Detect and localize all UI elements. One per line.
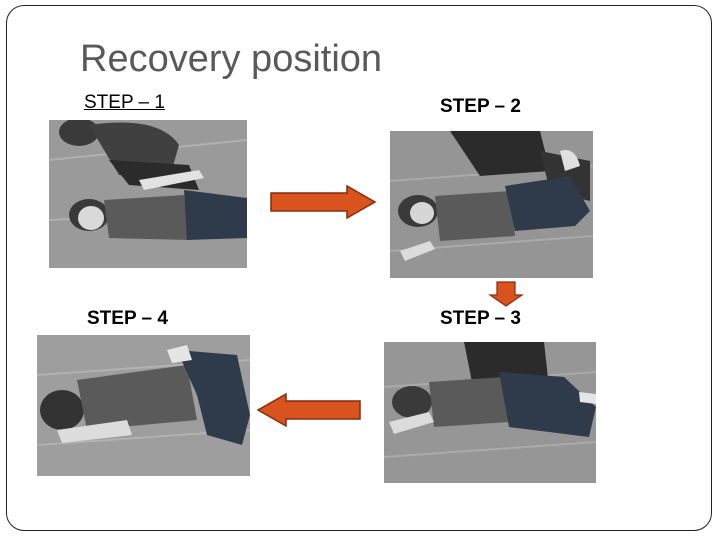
step-2-photo xyxy=(390,131,593,278)
arrow-left-icon xyxy=(256,392,361,428)
step-3-photo xyxy=(384,342,596,483)
step-2-label: STEP – 2 xyxy=(440,96,521,117)
step-1-label: STEP – 1 xyxy=(84,92,165,113)
slide-frame xyxy=(6,5,712,531)
step-4-photo xyxy=(37,335,250,476)
step-3-label: STEP – 3 xyxy=(440,308,521,329)
arrow-right-icon xyxy=(270,184,377,220)
step-4-label: STEP – 4 xyxy=(87,308,168,329)
slide-title: Recovery position xyxy=(80,38,383,80)
arrow-down-icon xyxy=(488,281,524,307)
step-1-photo xyxy=(49,120,247,268)
